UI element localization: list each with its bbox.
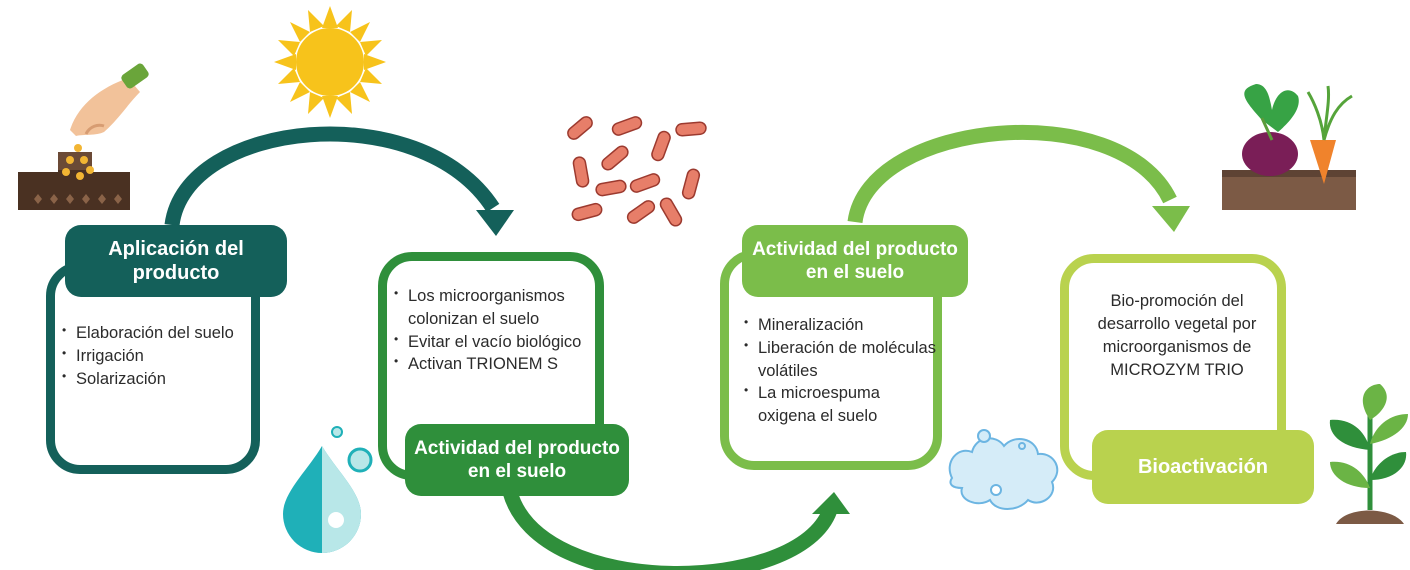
stage3-bullet-1: Mineralización [742,314,937,337]
hand-sowing-seeds-icon [18,63,149,210]
stage4-title: Bioactivación [1092,430,1314,504]
stage2-bullet-2: Evitar el vacío biológico [392,331,592,354]
stage2-title: Actividad del producto en el suelo [405,424,629,496]
stage3-bullet-3: La microespuma oxigena el suelo [742,382,937,428]
stage1-bullet-2: Irrigación [60,345,260,368]
arrow-stage2-to-stage3 [502,489,838,570]
arrowhead-1 [476,210,514,236]
beet-carrot-icon [1222,84,1356,210]
stage3-title: Actividad del producto en el suelo [742,225,968,297]
stage1-bullets: Elaboración del suelo Irrigación Solariz… [60,322,260,390]
water-drop-icon [283,426,373,553]
arrow-stage3-to-stage4 [847,124,1177,224]
stage4-text: Bio-promoción del desarrollo vegetal por… [1097,292,1257,380]
stage1-bullet-1: Elaboración del suelo [60,322,260,345]
stage3-bullet-2: Liberación de moléculas volátiles [742,337,937,383]
bacteria-icon [567,116,707,227]
arrowhead-3 [1152,206,1190,232]
stage1-title: Aplicación del producto [65,225,287,297]
arrow-stage1-to-stage2 [164,126,500,227]
sun-icon [274,6,386,118]
arrowhead-2 [812,492,850,514]
stage2-bullets: Los microorganismos colonizan el suelo E… [392,285,592,376]
seedling-icon [1329,384,1408,524]
stage2-bullet-3: Activan TRIONEM S [392,353,592,376]
stage3-bullets: Mineralización Liberación de moléculas v… [742,314,937,428]
stage2-bullet-1: Los microorganismos colonizan el suelo [392,285,592,331]
stage1-bullet-3: Solarización [60,368,260,391]
foam-icon [948,429,1059,510]
